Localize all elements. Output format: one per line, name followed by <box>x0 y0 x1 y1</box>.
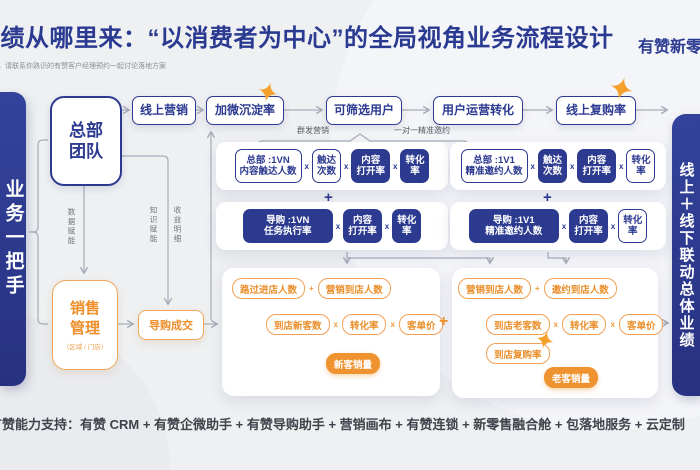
page-title: 业绩从哪里来：“以消费者为中心”的全局视角业务流程设计 <box>0 25 614 52</box>
multiply-op: x <box>618 161 624 171</box>
multiply-op: x <box>530 161 535 171</box>
plus-op: + <box>309 284 314 293</box>
metric-box: 内容打开率 <box>343 209 382 243</box>
metric-box: 内容打开率 <box>569 209 608 243</box>
left-role-bar-label: 业务一把手 <box>2 179 24 299</box>
store-card-new-customers: 路过进店人数 + 营销到店人数 到店新客数 x 转化率 x 客单价 新客销量 <box>222 268 444 396</box>
metric-box: 触达次数 <box>312 149 342 183</box>
multiply-op: x <box>610 320 615 329</box>
sparkle-star-icon <box>610 77 633 100</box>
metric-box: 触达次数 <box>538 149 568 183</box>
right-result-bar: 线上＋线下联动总体业绩 <box>672 114 700 396</box>
multiply-op: x <box>553 320 558 329</box>
multiply-op: x <box>384 221 390 231</box>
store-metric: 营销到店人数 <box>458 278 532 299</box>
store-metric: 客单价 <box>618 314 664 335</box>
sales-management-label: 销售管理 <box>69 300 100 337</box>
metric-box: 转化率 <box>626 149 656 183</box>
multiply-op: x <box>304 161 309 171</box>
node-sales-management: 销售管理 （区域 / 门店） <box>52 280 118 370</box>
capability-footer: 有赞能力支持：有赞 CRM + 有赞企微助手 + 有赞导购助手 + 营销画布 +… <box>0 417 685 432</box>
store-card-returning-customers: 营销到店人数 + 邀约到店人数 到店老客数 x 转化率 x 客单价 到店复购率 … <box>452 268 664 398</box>
store-metric: 客单价 <box>398 314 444 335</box>
multiply-op: x <box>392 161 398 171</box>
sales-management-sub: （区域 / 门店） <box>62 344 108 351</box>
result-badge-returning-sales: 老客销量 <box>544 367 599 388</box>
metric-box: 转化率 <box>400 149 430 183</box>
left-role-bar: 业务一把手 <box>0 92 26 386</box>
plus-op: + <box>535 284 540 293</box>
store-metric: 营销到店人数 <box>317 278 391 299</box>
multiply-op: x <box>344 161 349 171</box>
store-metric: 转化率 <box>341 314 387 335</box>
plus-op: + <box>439 313 449 330</box>
label-data-empower: 数据赋能 <box>67 208 76 246</box>
node-online-repurchase-rate: 线上复购率 <box>556 96 636 125</box>
node-user-operation-conversion: 用户运营转化 <box>433 96 523 125</box>
metric-box: 内容打开率 <box>577 149 616 183</box>
store-metric: 到店新客数 <box>266 314 330 335</box>
node-hq-team: 总部团队 <box>50 96 122 186</box>
plus-op: + <box>324 189 333 206</box>
metric-box: 转化率 <box>618 209 648 243</box>
node-online-marketing: 线上营销 <box>132 96 196 125</box>
store-metric: 邀约到店人数 <box>543 278 617 299</box>
multiply-op: x <box>390 320 395 329</box>
multiply-op: x <box>335 221 341 231</box>
sparkle-star-icon <box>536 331 554 349</box>
store-metric-repurchase-rate: 到店复购率 <box>486 343 550 364</box>
plus-op: + <box>543 189 552 206</box>
result-badge-new-sales: 新客销量 <box>326 353 381 374</box>
branch-label-one-to-one: 一对一精准邀约 <box>394 126 450 135</box>
metric-box: 内容打开率 <box>351 149 390 183</box>
store-metric: 路过进店人数 <box>232 278 306 299</box>
metric-box: 转化率 <box>392 209 422 243</box>
store-metric: 到店老客数 <box>486 314 550 335</box>
multiply-op: x <box>610 221 616 231</box>
node-guide-deal: 导购成交 <box>138 310 204 340</box>
multiply-op: x <box>333 320 338 329</box>
label-income-detail: 收益明细 <box>173 206 182 244</box>
store-metric: 转化率 <box>561 314 607 335</box>
sparkle-star-icon <box>258 82 278 102</box>
subtitle: ，请联系你熟识的有赞客户经理预约一起讨论落地方案 <box>0 63 166 70</box>
label-knowledge-empower: 知识赋能 <box>149 206 158 244</box>
brand-logo-text: 有赞新零售 <box>638 39 700 56</box>
multiply-op: x <box>561 221 567 231</box>
right-result-bar-label: 线上＋线下联动总体业绩 <box>677 161 695 349</box>
multiply-op: x <box>570 161 575 171</box>
branch-label-mass-marketing: 群发营销 <box>297 126 329 135</box>
node-filterable-users: 可筛选用户 <box>326 96 402 125</box>
node-wechat-deposit-rate: 加微沉淀率 <box>206 96 284 125</box>
